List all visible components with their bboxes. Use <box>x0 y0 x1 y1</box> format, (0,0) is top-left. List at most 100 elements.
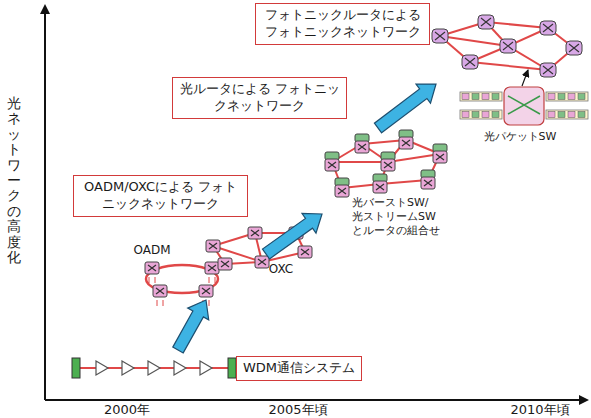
stage-box: WDM通信システム <box>236 356 362 381</box>
x-axis <box>45 399 587 401</box>
switch-cross <box>435 32 445 40</box>
switch-cross <box>202 288 210 294</box>
switch-cross <box>358 144 366 150</box>
packet <box>462 94 469 100</box>
switch-cross <box>251 230 259 236</box>
box-text: WDM通信システム <box>243 360 355 377</box>
switch-icon <box>325 159 339 171</box>
packet <box>558 112 565 118</box>
switch-icon <box>298 246 312 258</box>
figure-label: 光パケットSW <box>484 130 557 143</box>
figure-label: とルータの組合せ <box>352 224 440 237</box>
stage-box: OADM/OXCによる フォトニックネットワーク <box>73 175 248 217</box>
switch-cross <box>328 162 336 168</box>
packet-switch-body <box>504 87 544 125</box>
fiber-link <box>440 36 508 46</box>
amplifier-icon <box>200 361 212 375</box>
switch-paths <box>508 96 540 114</box>
fiber-link <box>332 161 388 163</box>
switch-cross <box>258 259 266 265</box>
box-text: 光ルータによる フォトニックネットワーク <box>179 81 340 115</box>
switch-cross <box>221 261 229 267</box>
switch-icon <box>381 159 395 171</box>
packet <box>548 94 555 100</box>
switch-cross <box>465 58 475 66</box>
switch-icon <box>199 285 213 297</box>
switch-cross <box>148 265 156 271</box>
photonic-router-icon <box>462 55 478 69</box>
packet-train <box>546 92 588 101</box>
packet <box>472 112 479 118</box>
amplifier-icon <box>96 361 108 375</box>
photonic-router-icon <box>432 29 448 43</box>
packet <box>568 112 575 118</box>
photonic-router-icon <box>540 21 556 35</box>
switch-icon <box>145 262 159 274</box>
packet <box>578 112 585 118</box>
switch-cross <box>543 66 553 74</box>
amplifier-icon <box>148 361 160 375</box>
switch-cross <box>384 162 392 168</box>
box-text: OADM/OXCによる フォトニックネットワーク <box>80 179 241 213</box>
y-axis <box>44 6 46 400</box>
packet <box>462 112 469 118</box>
switch-icon <box>205 262 219 274</box>
figure-label: 光バーストSW/ <box>352 196 429 209</box>
switch-cross <box>436 154 444 160</box>
axis-tick-label: 2000年 <box>104 402 150 418</box>
switch-icon <box>255 256 269 268</box>
box-text: フォトニックルータによる フォトニックネットワーク <box>262 7 423 41</box>
switch-cross <box>156 288 164 294</box>
switch-icon <box>399 137 413 149</box>
figure-label: OADM <box>133 243 170 257</box>
packet <box>482 112 489 118</box>
add-drop-mark <box>149 277 155 283</box>
switch-cross <box>301 249 309 255</box>
progress-arrow <box>173 300 209 353</box>
switch-cross <box>424 180 432 186</box>
progress-arrow <box>374 84 436 133</box>
add-drop-mark <box>157 300 163 306</box>
packet-train <box>546 110 588 119</box>
axis-title: 光ネットワークの高度化 <box>7 96 21 265</box>
fiber-link <box>388 154 440 162</box>
switch-cross <box>503 42 513 50</box>
photonic-router-icon <box>500 39 516 53</box>
switch-cross <box>569 44 579 52</box>
switch-icon <box>218 258 232 270</box>
packet <box>558 94 565 100</box>
stage-box: フォトニックルータによる フォトニックネットワーク <box>255 3 430 45</box>
switch-icon <box>373 181 387 193</box>
switch-cross <box>481 18 491 26</box>
photonic-router-icon <box>566 41 582 55</box>
switch-icon <box>433 151 447 163</box>
packet <box>578 94 585 100</box>
switch-cross <box>376 184 384 190</box>
packet-train <box>460 110 502 119</box>
amplifier-icon <box>122 361 134 375</box>
pointer-arrow <box>522 70 528 86</box>
photonic-router-icon <box>478 15 494 29</box>
add-drop-mark <box>209 277 215 283</box>
packet <box>492 94 499 100</box>
packet <box>492 112 499 118</box>
network-icons <box>72 15 588 378</box>
packet <box>548 112 555 118</box>
packet <box>472 94 479 100</box>
terminal-icon <box>72 358 80 378</box>
packet-train <box>460 92 502 101</box>
photonic-router-icon <box>540 63 556 77</box>
switch-cross <box>543 24 553 32</box>
progress-arrows <box>173 84 436 353</box>
figure-label: 光ストリームSW <box>352 210 436 223</box>
switch-icon <box>335 185 349 197</box>
progress-arrow <box>263 214 323 259</box>
switch-cross <box>402 140 410 146</box>
switch-icon <box>206 240 220 252</box>
packet <box>568 94 575 100</box>
axis-tick-label: 2005年頃 <box>268 402 327 418</box>
switch-cross <box>208 265 216 271</box>
switch-cross <box>338 188 346 194</box>
figure-label: OXC <box>269 262 293 276</box>
